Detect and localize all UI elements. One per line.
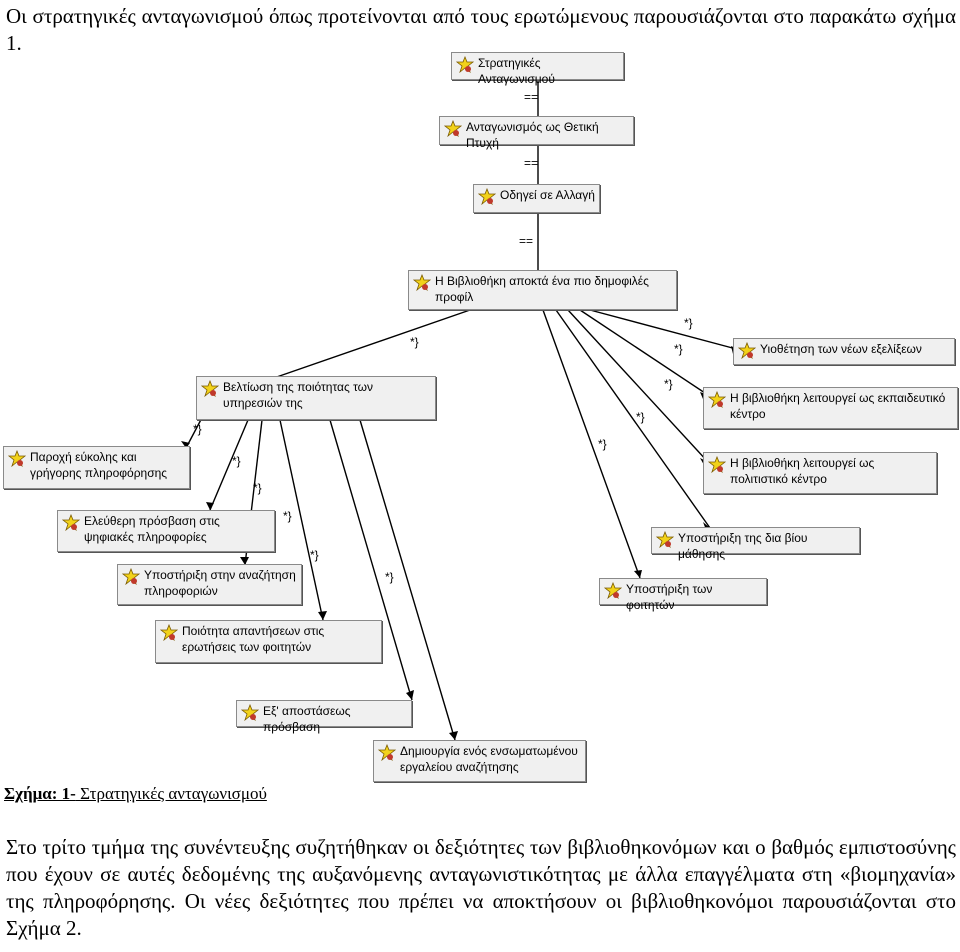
code-node-icon xyxy=(201,380,219,398)
node-label: Υποστήριξη των φοιτητών xyxy=(626,582,713,612)
link-profile-culture xyxy=(567,309,709,463)
relation-label: == xyxy=(519,234,534,248)
link-quality-tool xyxy=(359,419,456,741)
relation-label: *} xyxy=(193,422,202,436)
node-label: Δημιουργία ενός ενσωματωμένου εργαλείου … xyxy=(400,744,578,774)
node-label: Ανταγωνισμός ως Θετική Πτυχή xyxy=(466,120,599,150)
code-node-icon xyxy=(413,274,431,292)
node-label: Βελτίωση της ποιότητας των υπηρεσιών της xyxy=(223,380,374,410)
relation-label: == xyxy=(524,90,539,104)
node-leads-to-change[interactable]: Οδηγεί σε Αλλαγή xyxy=(473,184,600,213)
relation-label: *} xyxy=(253,481,262,495)
code-node-icon xyxy=(160,624,178,642)
figure-caption: Σχήμα: 1- Στρατηγικές ανταγωνισμού xyxy=(4,784,267,804)
node-easy-information[interactable]: Παροχή εύκολης και γρήγορης πληροφόρησης xyxy=(3,446,190,489)
node-competition-strategies[interactable]: Στρατηγικές Ανταγωνισμού xyxy=(451,52,624,86)
link-profile-students xyxy=(542,309,641,579)
node-label: Υιοθέτηση των νέων εξελίξεων xyxy=(760,342,922,356)
code-node-icon xyxy=(708,456,726,474)
node-search-support[interactable]: Υποστήριξη στην αναζήτηση πληροφοριών xyxy=(117,564,302,605)
node-label: Οδηγεί σε Αλλαγή xyxy=(500,188,595,202)
node-answer-quality[interactable]: Ποιότητα απαντήσεων στις ερωτήσεις των φ… xyxy=(155,620,382,663)
link-quality-answers xyxy=(279,419,324,621)
relation-label: *} xyxy=(674,342,683,356)
node-remote-access[interactable]: Εξ' αποστάσεως πρόσβαση xyxy=(236,700,412,734)
relation-label: == xyxy=(524,156,539,170)
node-educational-center[interactable]: Η βιβλιοθήκη λειτουργεί ως εκπαιδευτικό … xyxy=(703,387,958,429)
node-student-support[interactable]: Υποστήριξη των φοιτητών xyxy=(599,578,767,612)
node-cultural-center[interactable]: Η βιβλιοθήκη λειτουργεί ως πολιτιστικό κ… xyxy=(703,452,937,494)
relation-label: *} xyxy=(684,316,693,330)
node-free-digital-access[interactable]: Ελεύθερη πρόσβαση στις ψηφιακές πληροφορ… xyxy=(57,510,275,552)
code-node-icon xyxy=(8,450,26,468)
code-node-icon xyxy=(62,514,80,532)
code-node-icon xyxy=(241,704,259,722)
node-lifelong-learning[interactable]: Υποστήριξη της δια βίου μάθησης xyxy=(651,527,860,561)
intro-paragraph: Οι στρατηγικές ανταγωνισμού όπως προτείν… xyxy=(6,4,956,55)
code-node-icon xyxy=(378,744,396,762)
code-node-icon xyxy=(122,568,140,586)
code-node-icon xyxy=(456,56,474,74)
node-label: Υποστήριξη της δια βίου μάθησης xyxy=(678,531,808,561)
code-node-icon xyxy=(604,582,622,600)
closing-paragraph: Στο τρίτο τμήμα της συνέντευξης συζητήθη… xyxy=(6,835,956,940)
code-node-icon xyxy=(708,391,726,409)
node-label: Η βιβλιοθήκη λειτουργεί ως εκπαιδευτικό … xyxy=(730,391,946,421)
node-service-quality[interactable]: Βελτίωση της ποιότητας των υπηρεσιών της xyxy=(196,376,436,420)
relation-label: *} xyxy=(283,509,292,523)
figure-caption-prefix: Σχήμα: 1- xyxy=(4,784,76,803)
node-label: Η βιβλιοθήκη λειτουργεί ως πολιτιστικό κ… xyxy=(730,456,875,486)
relation-label: *} xyxy=(636,410,645,424)
link-quality-free xyxy=(209,419,249,511)
relation-label: *} xyxy=(385,570,394,584)
node-label: Υποστήριξη στην αναζήτηση πληροφοριών xyxy=(144,568,296,598)
node-label: Ελεύθερη πρόσβαση στις ψηφιακές πληροφορ… xyxy=(84,514,220,544)
link-quality-remote xyxy=(329,419,413,701)
code-node-icon xyxy=(444,120,462,138)
node-adopt-developments[interactable]: Υιοθέτηση των νέων εξελίξεων xyxy=(733,338,955,365)
relation-label: *} xyxy=(310,548,319,562)
code-node-icon xyxy=(656,531,674,549)
node-competition-positive[interactable]: Ανταγωνισμός ως Θετική Πτυχή xyxy=(439,116,634,150)
node-popular-profile[interactable]: Η Βιβλιοθήκη αποκτά ένα πιο δημοφιλές πρ… xyxy=(408,270,677,310)
relation-label: *} xyxy=(664,377,673,391)
node-label: Ποιότητα απαντήσεων στις ερωτήσεις των φ… xyxy=(182,624,325,654)
link-profile-edu xyxy=(579,309,709,396)
relation-label: *} xyxy=(410,335,419,349)
node-label: Παροχή εύκολης και γρήγορης πληροφόρησης xyxy=(30,450,168,480)
node-label: Εξ' αποστάσεως πρόσβαση xyxy=(263,704,351,734)
link-profile-lifelong xyxy=(555,309,711,529)
code-node-icon xyxy=(478,188,496,206)
link-profile-adopt xyxy=(589,309,741,351)
relation-label: *} xyxy=(598,437,607,451)
relation-label: *} xyxy=(232,454,241,468)
node-label: Στρατηγικές Ανταγωνισμού xyxy=(478,56,555,86)
figure-caption-text: Στρατηγικές ανταγωνισμού xyxy=(75,784,267,803)
link-profile-quality xyxy=(267,309,471,381)
node-label: Η Βιβλιοθήκη αποκτά ένα πιο δημοφιλές πρ… xyxy=(435,274,649,304)
node-integrated-search-tool[interactable]: Δημιουργία ενός ενσωματωμένου εργαλείου … xyxy=(373,740,586,782)
code-node-icon xyxy=(738,342,756,360)
